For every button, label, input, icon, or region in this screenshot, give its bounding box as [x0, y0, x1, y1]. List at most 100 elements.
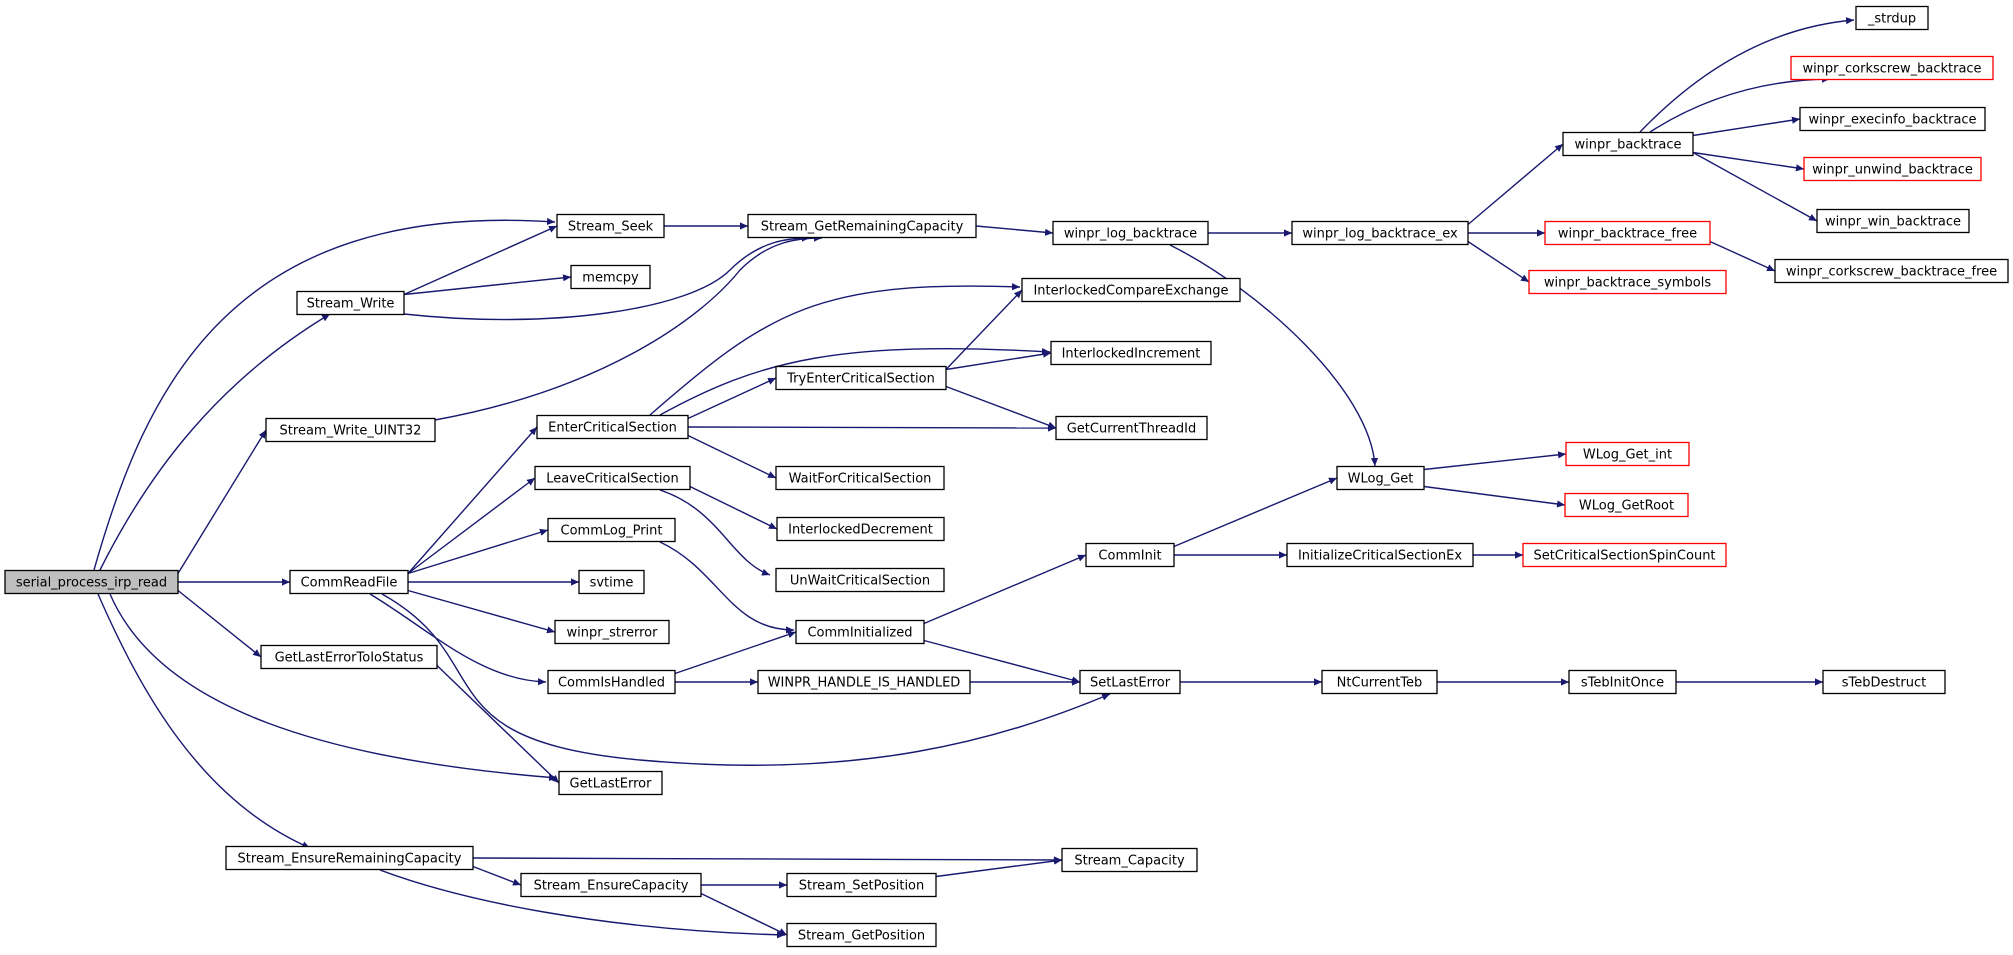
- node-box: [1822, 669, 1946, 695]
- node-entercriticalsection[interactable]: EnterCriticalSection: [536, 414, 689, 440]
- node-stream-write-uint32[interactable]: Stream_Write_UINT32: [265, 417, 436, 443]
- node-winpr-handle-is-handled[interactable]: WINPR_HANDLE_IS_HANDLED: [757, 669, 971, 695]
- node-wlog-get-int[interactable]: WLog_Get_int: [1565, 441, 1690, 467]
- node-stream-getremainingcapacity[interactable]: Stream_GetRemainingCapacity: [747, 213, 977, 239]
- node-box: [1321, 669, 1438, 695]
- node-label: winpr_corkscrew_backtrace_free: [1786, 265, 1997, 280]
- node-interlockedincrement[interactable]: InterlockedIncrement: [1050, 340, 1212, 366]
- node-box: [1050, 340, 1212, 366]
- node-box: [558, 770, 663, 796]
- node-box: [556, 213, 665, 239]
- node-unwaitcriticalsection[interactable]: UnWaitCriticalSection: [775, 567, 945, 593]
- node-memcpy[interactable]: memcpy: [570, 264, 651, 290]
- node-label: memcpy: [582, 271, 639, 286]
- node-winpr-backtrace-free[interactable]: winpr_backtrace_free: [1544, 220, 1711, 246]
- node-stream-capacity[interactable]: Stream_Capacity: [1061, 847, 1198, 873]
- node-box: [570, 264, 651, 290]
- node-layer: serial_process_irp_readStream_SeekStream…: [4, 5, 2009, 948]
- node-box: [520, 872, 702, 898]
- node--strdup[interactable]: _strdup: [1855, 5, 1929, 31]
- node-box: [1085, 542, 1175, 568]
- node-box: [747, 213, 977, 239]
- node-winpr-win-backtrace[interactable]: winpr_win_backtrace: [1816, 208, 1970, 234]
- node-tryentercriticalsection[interactable]: TryEnterCriticalSection: [775, 365, 947, 391]
- node-winpr-backtrace[interactable]: winpr_backtrace: [1562, 131, 1694, 157]
- node-setcriticalsectionspincount[interactable]: SetCriticalSectionSpinCount: [1522, 542, 1727, 568]
- node-wlog-getroot[interactable]: WLog_GetRoot: [1564, 492, 1689, 518]
- edge-tryentercriticalsection-to-getcurrentthreadid: [945, 385, 1057, 429]
- node-box: [296, 290, 405, 316]
- node-box: [1562, 131, 1694, 157]
- node-winpr-corkscrew-backtrace[interactable]: winpr_corkscrew_backtrace: [1790, 55, 1994, 81]
- edge-winpr_backtrace-to-winpr_corkscrew_backtrace: [1649, 75, 1831, 133]
- node-label: Stream_Seek: [568, 220, 654, 235]
- node-leavecriticalsection[interactable]: LeaveCriticalSection: [534, 465, 691, 491]
- node-winpr-unwind-backtrace[interactable]: winpr_unwind_backtrace: [1803, 156, 1982, 182]
- node-winpr-execinfo-backtrace[interactable]: winpr_execinfo_backtrace: [1799, 106, 1986, 132]
- node-stream-getposition[interactable]: Stream_GetPosition: [786, 922, 937, 948]
- node-box: [4, 569, 179, 595]
- node-setlasterror[interactable]: SetLastError: [1079, 669, 1181, 695]
- edge-entercriticalsection-to-tryentercriticalsection: [687, 377, 777, 420]
- node-ntcurrentteb[interactable]: NtCurrentTeb: [1321, 669, 1438, 695]
- node-commlog-print[interactable]: CommLog_Print: [547, 517, 676, 543]
- edge-stream_ensureremainingcapacity-to-stream_getposition: [379, 869, 786, 939]
- node-box: [1291, 220, 1469, 246]
- node-box: [775, 465, 945, 491]
- edge-stream_ensureremainingcapacity-to-stream_capacity: [472, 856, 1063, 864]
- edge-serial_process_irp_read-to-stream_seek: [93, 217, 556, 571]
- node-box: [554, 619, 670, 645]
- node-label: winpr_backtrace_symbols: [1544, 276, 1711, 291]
- node-stream-seek[interactable]: Stream_Seek: [556, 213, 665, 239]
- edge-serial_process_irp_read-to-stream_ensureremainingcapacity: [97, 593, 311, 849]
- node-box: [1528, 269, 1727, 295]
- node-label: NtCurrentTeb: [1337, 676, 1423, 691]
- edge-winpr_backtrace-to-_strdup: [1639, 17, 1855, 133]
- node-waitforcriticalsection[interactable]: WaitForCriticalSection: [775, 465, 945, 491]
- node-box: [757, 669, 971, 695]
- node-stream-ensureremainingcapacity[interactable]: Stream_EnsureRemainingCapacity: [225, 845, 474, 871]
- edge-tryentercriticalsection-to-interlockedcompareexchange: [945, 289, 1023, 370]
- node-comminit[interactable]: CommInit: [1085, 542, 1175, 568]
- edge-comminit-to-wlog_get: [1173, 477, 1338, 548]
- node-getlasterrortoiostatus[interactable]: GetLastErrorToIoStatus: [260, 644, 438, 670]
- node-winpr-backtrace-symbols[interactable]: winpr_backtrace_symbols: [1528, 269, 1727, 295]
- node-initializecriticalsectionex[interactable]: InitializeCriticalSectionEx: [1286, 542, 1474, 568]
- node-svtime[interactable]: svtime: [578, 569, 645, 595]
- node-label: GetCurrentThreadId: [1067, 422, 1197, 437]
- node-label: GetLastErrorToIoStatus: [275, 651, 424, 666]
- node-label: Stream_Write_UINT32: [280, 424, 422, 439]
- node-winpr-corkscrew-backtrace-free[interactable]: winpr_corkscrew_backtrace_free: [1774, 258, 2009, 284]
- node-comminitialized[interactable]: CommInitialized: [795, 619, 925, 645]
- node-stream-setposition[interactable]: Stream_SetPosition: [786, 872, 937, 898]
- node-commreadfile[interactable]: CommReadFile: [289, 569, 409, 595]
- node-interlockedcompareexchange[interactable]: InterlockedCompareExchange: [1021, 277, 1241, 303]
- edge-commreadfile-to-setlasterror: [381, 593, 1111, 766]
- node-getcurrentthreadid[interactable]: GetCurrentThreadId: [1055, 415, 1208, 441]
- node-stream-ensurecapacity[interactable]: Stream_EnsureCapacity: [520, 872, 702, 898]
- node-stebdestruct[interactable]: sTebDestruct: [1822, 669, 1946, 695]
- node-interlockeddecrement[interactable]: InterlockedDecrement: [776, 516, 945, 542]
- edge-serial_process_irp_read-to-stream_write: [99, 313, 331, 571]
- node-winpr-log-backtrace-ex[interactable]: winpr_log_backtrace_ex: [1291, 220, 1469, 246]
- node-serial-process-irp-read[interactable]: serial_process_irp_read: [4, 569, 179, 595]
- edge-commlog_print-to-comminitialized: [659, 541, 795, 634]
- node-wlog-get[interactable]: WLog_Get: [1336, 465, 1425, 491]
- node-getlasterror[interactable]: GetLastError: [558, 770, 663, 796]
- node-box: [1336, 465, 1425, 491]
- node-box: [1522, 542, 1727, 568]
- node-label: winpr_execinfo_backtrace: [1808, 113, 1976, 128]
- node-winpr-strerror[interactable]: winpr_strerror: [554, 619, 670, 645]
- node-stebinitonce[interactable]: sTebInitOnce: [1568, 669, 1677, 695]
- node-label: WLog_Get_int: [1583, 448, 1672, 463]
- node-label: winpr_backtrace: [1574, 138, 1681, 153]
- node-box: [1079, 669, 1181, 695]
- edge-stream_ensurecapacity-to-stream_getposition: [700, 892, 788, 936]
- node-label: InterlockedCompareExchange: [1033, 284, 1228, 299]
- node-stream-write[interactable]: Stream_Write: [296, 290, 405, 316]
- node-label: winpr_win_backtrace: [1825, 215, 1961, 230]
- node-box: [547, 669, 676, 695]
- node-box: [1799, 106, 1986, 132]
- node-commishandled[interactable]: CommIsHandled: [547, 669, 676, 695]
- node-winpr-log-backtrace[interactable]: winpr_log_backtrace: [1052, 220, 1209, 246]
